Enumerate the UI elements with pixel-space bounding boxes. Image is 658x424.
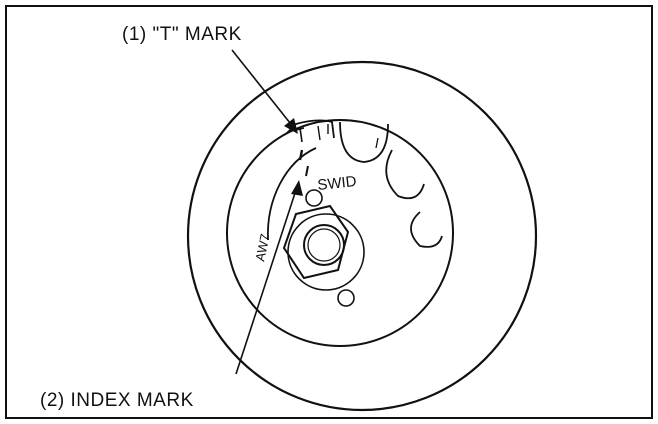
rotor-notch <box>410 211 443 248</box>
flywheel-rim-arc <box>267 147 317 241</box>
rotor-notch <box>385 149 425 200</box>
crankshaft-end <box>303 224 345 266</box>
hex-nut <box>282 204 350 280</box>
index-mark-extension <box>305 165 309 177</box>
index-mark <box>298 149 304 161</box>
index-mark-callout: (2) INDEX MARK <box>40 390 194 411</box>
bolt-hole-lower <box>337 289 355 307</box>
flywheel-marking-side: AW7 <box>252 232 272 262</box>
t-mark-leader-line <box>231 49 295 129</box>
index-mark-leader-line <box>235 189 297 375</box>
t-mark-glyph <box>295 127 305 143</box>
diagram-frame <box>5 5 653 419</box>
timing-window-slot <box>285 119 335 139</box>
timing-tick <box>317 125 321 141</box>
t-mark-callout: (1) "T" MARK <box>122 24 242 45</box>
hub-washer <box>287 213 365 291</box>
t-mark-arrowhead <box>284 118 298 134</box>
inspection-opening <box>226 119 454 347</box>
flywheel-marking-upper: SWID <box>317 173 358 194</box>
crankshaft-end-inner <box>307 228 341 262</box>
timing-tick <box>375 137 379 149</box>
outer-housing-circle <box>186 60 538 412</box>
bolt-hole-upper <box>305 189 323 207</box>
index-mark-arrowhead <box>291 180 303 196</box>
rotor-notch <box>339 121 389 163</box>
